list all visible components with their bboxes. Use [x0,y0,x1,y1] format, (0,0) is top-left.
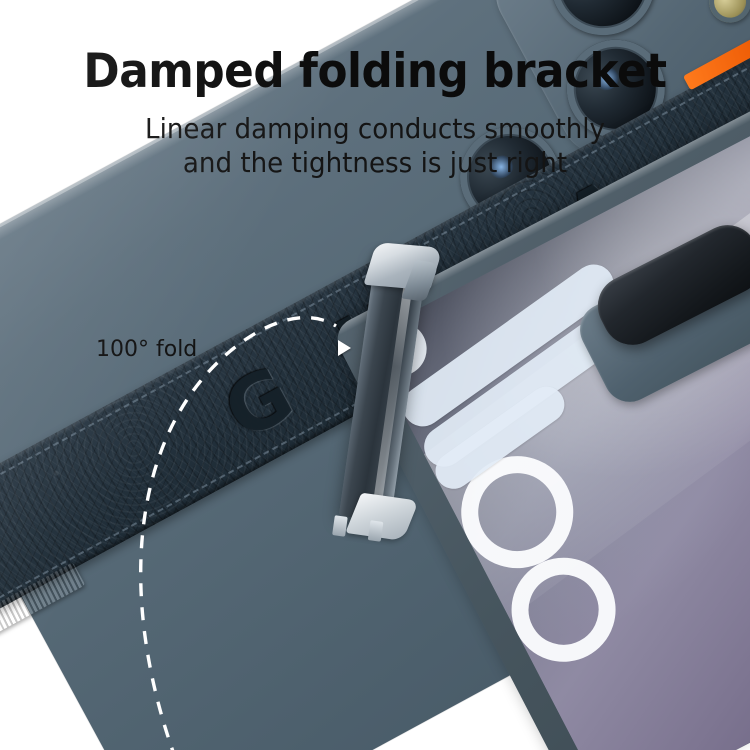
page-title: Damped folding bracket [83,44,667,99]
kickstand-hinge-peg [332,515,348,537]
camera-flash-icon [701,0,750,31]
subtitle-line-2: and the tightness is just right [182,147,568,179]
strap-embossed-letter: G [209,348,308,457]
fold-angle-annotation: 100° fold [96,337,198,362]
kickstand-hinge-peg [367,520,384,542]
fold-direction-arrow-icon [338,340,351,356]
subtitle-line-1: Linear damping conducts smoothly [145,113,605,145]
